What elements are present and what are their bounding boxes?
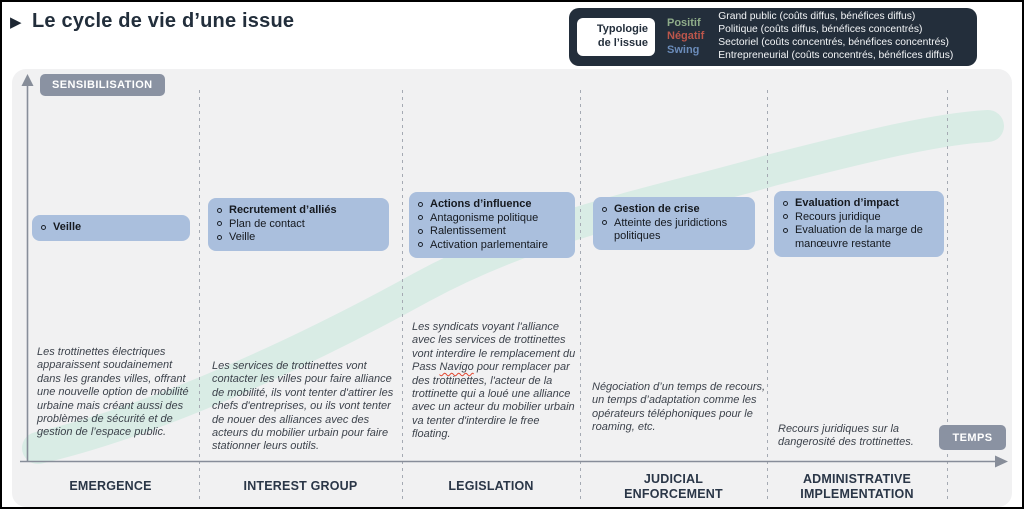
spellcheck-word: Navigo bbox=[439, 361, 474, 374]
stage-box-legislation: Actions d’influence Antagonisme politiqu… bbox=[409, 192, 575, 258]
issue-type: Entrepreneurial (coûts concentrés, bénéf… bbox=[718, 49, 954, 61]
stage-item: Atteinte des juridictions politiques bbox=[614, 216, 728, 243]
stage-label-emergence: EMERGENCE bbox=[69, 479, 152, 494]
stage-item: Veille bbox=[53, 221, 82, 233]
bullet-icon bbox=[418, 242, 423, 247]
issue-typology-legend: Typologie de l’issue Positif Négatif Swi… bbox=[569, 8, 977, 66]
bullet-icon bbox=[418, 228, 423, 234]
issue-type: Politique (coûts diffus, bénéfices conce… bbox=[718, 24, 923, 36]
y-axis-label: SENSIBILISATION bbox=[40, 74, 165, 96]
stage-item: Veille bbox=[229, 231, 256, 243]
stage-item: Ralentissement bbox=[430, 225, 506, 237]
valence-positif: Positif bbox=[667, 16, 701, 29]
stage-description-legislation: Les syndicats voyant l'alliance avec les… bbox=[412, 321, 580, 442]
valence-negatif: Négatif bbox=[667, 30, 705, 43]
bullet-icon bbox=[217, 207, 222, 213]
stage-item: Recours juridique bbox=[795, 210, 881, 223]
stage-description-interest-group: Les services de trottinettes vont contac… bbox=[212, 360, 394, 453]
stage-description-judicial-enforcement: Négociation d’un temps de recours, un te… bbox=[592, 381, 766, 434]
bullet-icon bbox=[418, 201, 423, 207]
issue-type: Sectoriel (coûts concentrés, bénéfices c… bbox=[718, 37, 949, 48]
bullet-icon bbox=[41, 224, 46, 230]
legend-label: Typologie de l’issue bbox=[577, 18, 655, 56]
page-title: Le cycle de vie d’une issue bbox=[32, 10, 295, 32]
stage-item: Actions d’influence bbox=[430, 198, 532, 210]
stage-label-judicial-enforcement: JUDICIAL ENFORCEMENT bbox=[624, 472, 723, 501]
title-bullet-icon: ▶ bbox=[10, 14, 22, 31]
stage-item: Antagonisme politique bbox=[430, 211, 539, 224]
description-text: Les syndicats voyant l'alliance avec les… bbox=[412, 321, 576, 374]
stage-box-judicial-enforcement: Gestion de crise Atteinte des juridictio… bbox=[593, 197, 755, 250]
x-axis-label: TEMPS bbox=[939, 425, 1006, 450]
stage-item: Plan de contact bbox=[229, 217, 305, 230]
stage-box-emergence: Veille bbox=[32, 215, 190, 241]
bullet-icon bbox=[602, 220, 607, 225]
stage-item: Evaluation d’impact bbox=[795, 197, 899, 209]
stage-label-administrative-implementation: ADMINISTRATIVE IMPLEMENTATION bbox=[800, 472, 914, 501]
description-text: pour remplacer par des trottinettes, l'a… bbox=[412, 361, 575, 441]
stage-description-emergence: Les trottinettes électriques apparaissen… bbox=[37, 346, 189, 439]
legend-issue-types: Grand public (coûts diffus, bénéfices di… bbox=[718, 11, 953, 62]
stage-item: Gestion de crise bbox=[614, 203, 700, 215]
stage-item: Recrutement d’alliés bbox=[229, 204, 337, 216]
bullet-icon bbox=[418, 215, 423, 220]
bullet-icon bbox=[783, 200, 788, 206]
stage-description-administrative-implementation: Recours juridiques sur la dangerosité de… bbox=[778, 423, 914, 449]
bullet-icon bbox=[783, 227, 788, 233]
issue-type: Grand public (coûts diffus, bénéfices di… bbox=[718, 11, 916, 23]
header: ▶ Le cycle de vie d’une issue Typologie … bbox=[2, 2, 1022, 68]
valence-swing: Swing bbox=[667, 43, 700, 56]
bullet-icon bbox=[783, 214, 788, 219]
stage-label-legislation: LEGISLATION bbox=[448, 479, 534, 494]
stage-item: Activation parlementaire bbox=[430, 238, 549, 251]
legend-valences: Positif Négatif Swing bbox=[667, 17, 704, 58]
stage-box-administrative-implementation: Evaluation d’impact Recours juridique Ev… bbox=[774, 191, 944, 257]
bullet-icon bbox=[217, 234, 222, 240]
stage-label-interest-group: INTEREST GROUP bbox=[243, 479, 358, 494]
bullet-icon bbox=[602, 206, 607, 212]
bullet-icon bbox=[217, 221, 222, 226]
stage-box-interest-group: Recrutement d’alliés Plan de contact Vei… bbox=[208, 198, 389, 251]
stage-item: Evaluation de la marge de manœuvre resta… bbox=[795, 224, 923, 250]
